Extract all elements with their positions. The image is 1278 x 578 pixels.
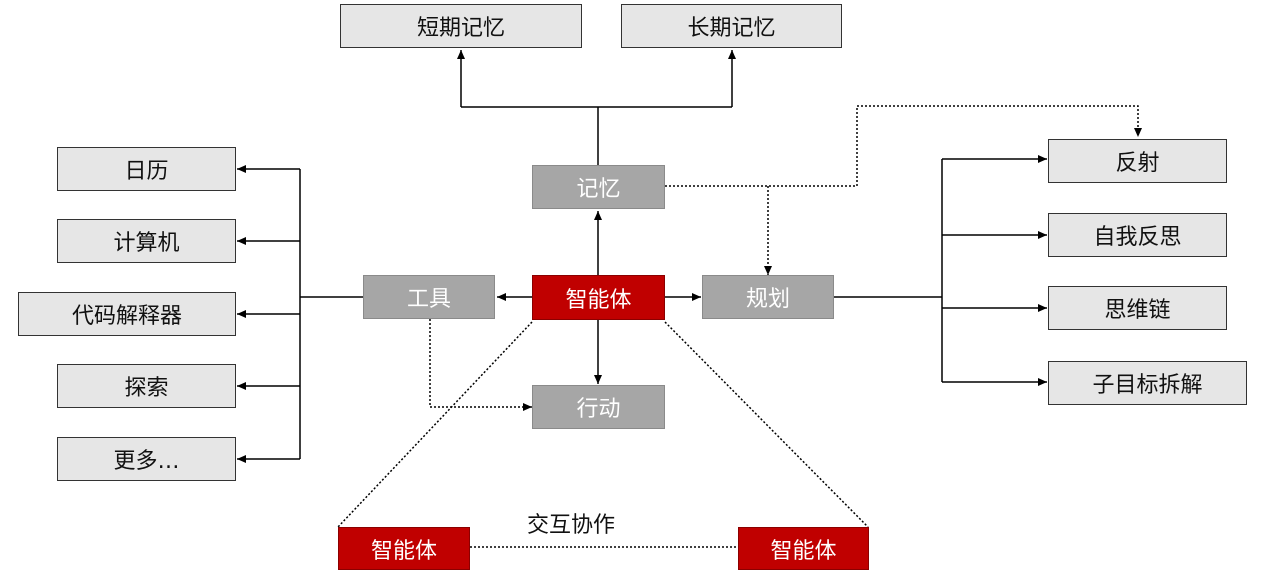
planning-box: 规划 bbox=[702, 275, 834, 319]
connector-planning-bus bbox=[834, 159, 943, 382]
dotted-fan-left bbox=[337, 321, 533, 528]
long-term-memory-box: 长期记忆 bbox=[621, 4, 842, 48]
agent-center-label: 智能体 bbox=[565, 287, 632, 313]
agent-left-box: 智能体 bbox=[338, 527, 470, 570]
dotted-tools-to-action bbox=[429, 319, 532, 411]
reflection-label: 反射 bbox=[1115, 151, 1160, 176]
agent-left-label: 智能体 bbox=[370, 538, 437, 564]
code-interpreter-box: 代码解释器 bbox=[18, 292, 236, 336]
more-box: 更多… bbox=[57, 437, 236, 481]
agent-right-box: 智能体 bbox=[738, 527, 869, 570]
calendar-label: 日历 bbox=[124, 159, 169, 184]
planning-label: 规划 bbox=[745, 287, 790, 312]
reflection-box: 反射 bbox=[1048, 139, 1227, 183]
action-box: 行动 bbox=[532, 385, 665, 429]
chain-of-thought-label: 思维链 bbox=[1104, 298, 1171, 323]
dotted-fan-right bbox=[664, 321, 869, 528]
search-box: 探索 bbox=[57, 364, 236, 408]
memory-label: 记忆 bbox=[576, 177, 621, 202]
tools-label: 工具 bbox=[406, 287, 451, 312]
code-interpreter-label: 代码解释器 bbox=[71, 304, 182, 329]
subgoal-decomposition-box: 子目标拆解 bbox=[1048, 361, 1247, 405]
connector-tools-bus bbox=[299, 169, 363, 459]
more-label: 更多… bbox=[113, 449, 180, 474]
calculator-box: 计算机 bbox=[57, 219, 236, 263]
self-critique-label: 自我反思 bbox=[1093, 225, 1182, 250]
tools-box: 工具 bbox=[363, 275, 495, 319]
agent-center-box: 智能体 bbox=[532, 275, 665, 320]
memory-box: 记忆 bbox=[532, 165, 665, 209]
interaction-label: 交互协作 bbox=[527, 513, 616, 538]
subgoal-decomposition-label: 子目标拆解 bbox=[1092, 373, 1203, 398]
dotted-memory-to-reflection bbox=[665, 105, 1142, 187]
search-label: 探索 bbox=[124, 376, 169, 401]
calculator-label: 计算机 bbox=[113, 231, 180, 256]
self-critique-box: 自我反思 bbox=[1048, 213, 1227, 257]
calendar-box: 日历 bbox=[57, 147, 236, 191]
chain-of-thought-box: 思维链 bbox=[1048, 286, 1227, 330]
action-label: 行动 bbox=[576, 397, 621, 422]
short-term-memory-label: 短期记忆 bbox=[416, 16, 505, 41]
long-term-memory-label: 长期记忆 bbox=[687, 16, 776, 41]
short-term-memory-box: 短期记忆 bbox=[340, 4, 582, 48]
agent-right-label: 智能体 bbox=[770, 538, 837, 564]
